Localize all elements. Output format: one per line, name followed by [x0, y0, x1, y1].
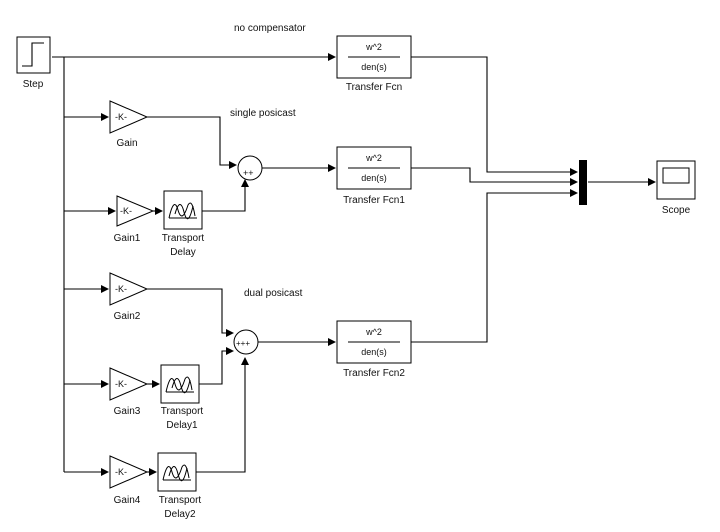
gain3-label: Gain3: [114, 406, 141, 417]
transport-delay2-block[interactable]: [157, 452, 197, 492]
tf-label: Transfer Fcn: [346, 82, 402, 93]
tf1-label: Transfer Fcn1: [343, 195, 405, 206]
transfer-fcn2-block[interactable]: w^2 den(s): [336, 320, 412, 364]
gain-block[interactable]: -K-: [109, 100, 149, 134]
delay-icon: [165, 376, 194, 394]
gain4-block[interactable]: -K-: [109, 455, 149, 489]
step-label: Step: [23, 79, 44, 90]
tf2-numerator: w^2: [365, 327, 382, 337]
transfer-fcn1-block[interactable]: w^2 den(s): [336, 146, 412, 190]
delay1-label-line1: Transport: [161, 406, 204, 417]
tf1-denominator: den(s): [361, 173, 387, 183]
sum1-signs: ++: [243, 168, 254, 178]
delay1-label-line2: Delay1: [166, 420, 198, 431]
tf2-denominator: den(s): [361, 347, 387, 357]
gain1-label: Gain1: [114, 233, 141, 244]
gain-value: -K-: [115, 112, 127, 122]
step-icon: [22, 42, 44, 67]
gain4-label: Gain4: [114, 495, 141, 506]
scope-block[interactable]: [656, 160, 696, 200]
gain3-value: -K-: [115, 379, 127, 389]
sum2-signs: +++: [236, 339, 250, 348]
gain-label: Gain: [116, 138, 137, 149]
transport-delay-block[interactable]: [163, 190, 203, 230]
tf-denominator: den(s): [361, 62, 387, 72]
delay-label-line2: Delay: [170, 247, 196, 258]
sum1-block[interactable]: ++: [237, 155, 263, 181]
gain1-value: -K-: [120, 206, 132, 216]
tf-numerator: w^2: [365, 42, 382, 52]
gain3-block[interactable]: -K-: [109, 367, 149, 401]
scope-label: Scope: [662, 205, 691, 216]
step-block[interactable]: [16, 36, 51, 74]
gain4-value: -K-: [115, 467, 127, 477]
annotation-single-posicast: single posicast: [230, 108, 296, 119]
annotation-no-compensator: no compensator: [234, 23, 306, 34]
tf2-label: Transfer Fcn2: [343, 368, 405, 379]
gain1-block[interactable]: -K-: [116, 195, 155, 227]
transport-delay1-block[interactable]: [160, 364, 200, 404]
gain2-block[interactable]: -K-: [109, 272, 149, 306]
sum2-block[interactable]: +++: [233, 329, 259, 355]
delay-label-line1: Transport: [162, 233, 205, 244]
delay2-label-line2: Delay2: [164, 509, 196, 520]
delay-icon: [168, 202, 197, 220]
gain2-value: -K-: [115, 284, 127, 294]
gain2-label: Gain2: [114, 311, 141, 322]
delay-icon: [162, 464, 191, 482]
annotation-dual-posicast: dual posicast: [244, 288, 303, 299]
signal-wires: [52, 53, 656, 476]
transfer-fcn-block[interactable]: w^2 den(s): [336, 35, 412, 79]
mux-block[interactable]: [579, 160, 587, 205]
scope-screen-icon: [662, 167, 690, 184]
delay2-label-line1: Transport: [159, 495, 202, 506]
tf1-numerator: w^2: [365, 153, 382, 163]
